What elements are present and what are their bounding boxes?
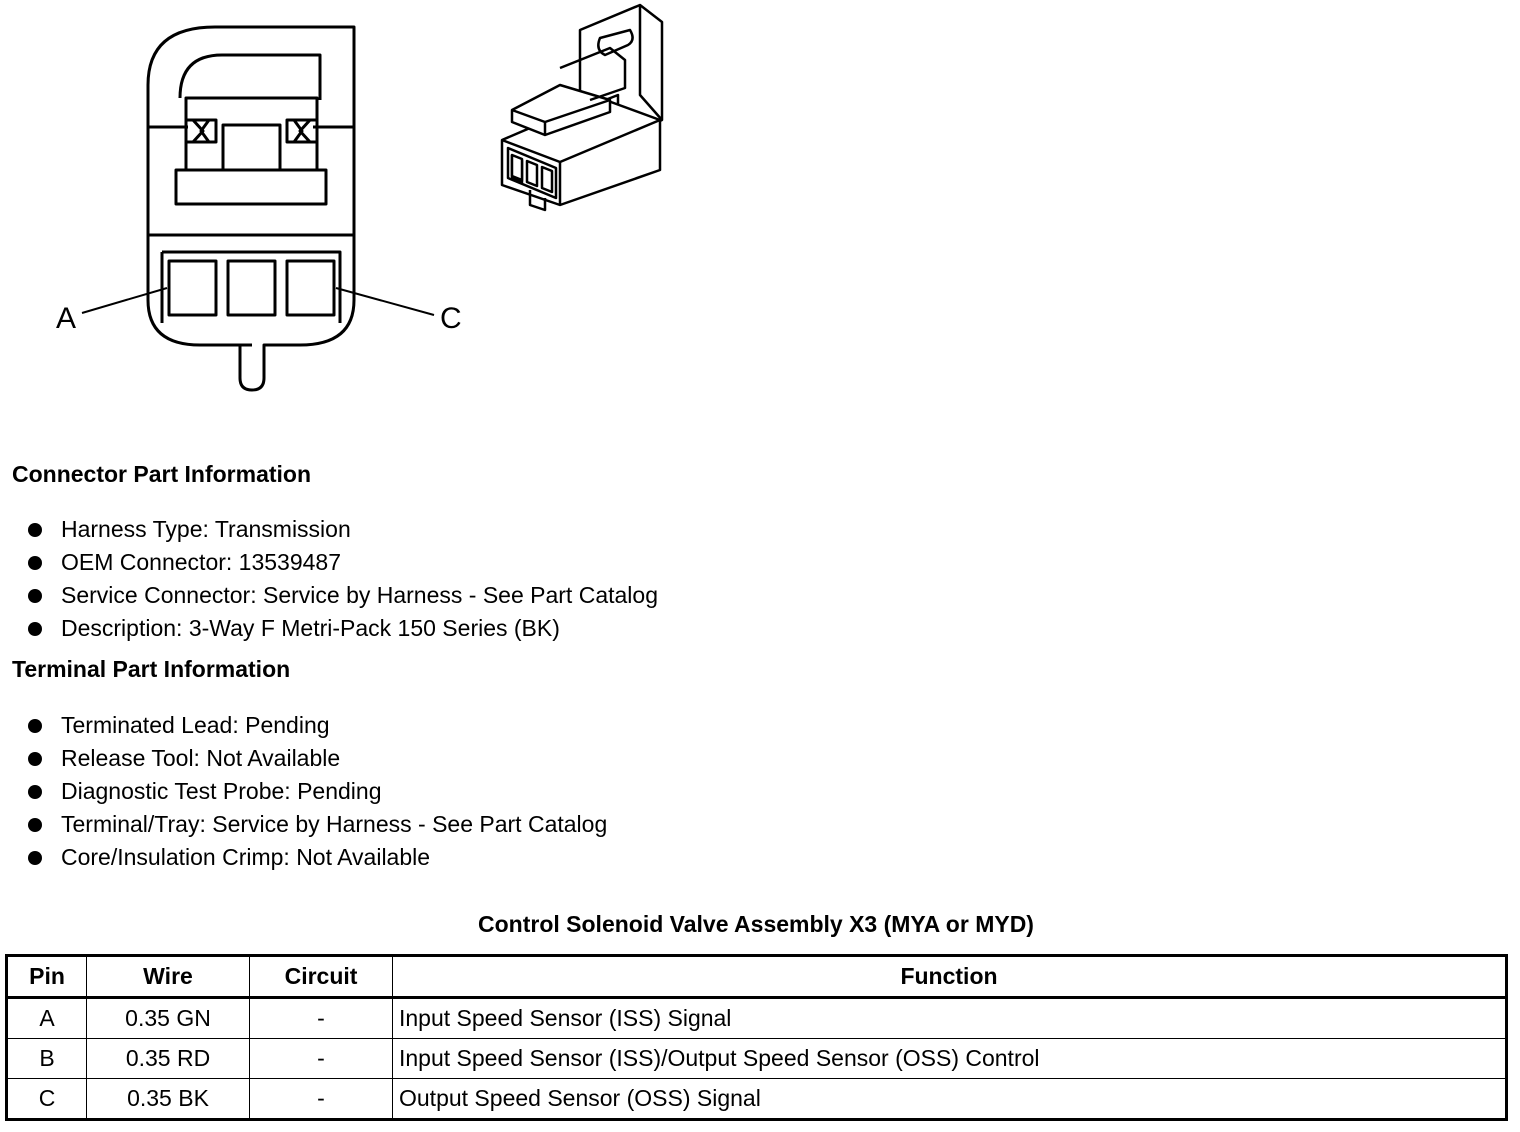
cell-function: Input Speed Sensor (ISS)/Output Speed Se… xyxy=(392,1038,1507,1079)
cell-pin: B xyxy=(6,1038,87,1079)
bullet-icon xyxy=(28,522,42,537)
header-wire: Wire xyxy=(86,955,250,999)
cell-wire: 0.35 GN xyxy=(86,997,250,1039)
cell-circuit: - xyxy=(249,1078,393,1120)
connector-info-list: Harness Type: Transmission OEM Connector… xyxy=(28,513,658,645)
cell-wire: 0.35 RD xyxy=(86,1038,250,1079)
list-item: Description: 3-Way F Metri-Pack 150 Seri… xyxy=(28,612,658,645)
cell-pin: C xyxy=(6,1078,87,1120)
list-item: Core/Insulation Crimp: Not Available xyxy=(28,841,607,874)
list-item-text: Release Tool: Not Available xyxy=(61,745,341,771)
cell-circuit: - xyxy=(249,1038,393,1079)
header-function: Function xyxy=(392,955,1507,999)
list-item-text: Terminal/Tray: Service by Harness - See … xyxy=(61,811,608,837)
list-item-text: Service Connector: Service by Harness - … xyxy=(61,582,658,608)
cell-function: Output Speed Sensor (OSS) Signal xyxy=(392,1078,1507,1120)
cell-wire: 0.35 BK xyxy=(86,1078,250,1120)
header-circuit: Circuit xyxy=(249,955,393,999)
list-item: Terminal/Tray: Service by Harness - See … xyxy=(28,808,607,841)
connector-diagram: A C xyxy=(56,3,664,392)
bullet-icon xyxy=(28,588,42,603)
cell-function: Input Speed Sensor (ISS) Signal xyxy=(392,997,1507,1039)
list-item: Release Tool: Not Available xyxy=(28,742,607,775)
list-item-text: Harness Type: Transmission xyxy=(61,516,351,542)
terminal-info-heading: Terminal Part Information xyxy=(12,656,291,682)
list-item-text: Diagnostic Test Probe: Pending xyxy=(61,778,382,804)
table-row: B 0.35 RD - Input Speed Sensor (ISS)/Out… xyxy=(6,1038,1507,1079)
pin-table: Pin Wire Circuit Function A 0.35 GN - In… xyxy=(5,954,1508,1121)
bullet-icon xyxy=(28,718,42,733)
cell-circuit: - xyxy=(249,997,393,1039)
pin-label-a: A xyxy=(56,302,76,335)
cell-pin: A xyxy=(6,997,87,1039)
pin-table-title: Control Solenoid Valve Assembly X3 (MYA … xyxy=(478,911,1034,937)
connector-face-icon xyxy=(81,25,435,392)
table-row: A 0.35 GN - Input Speed Sensor (ISS) Sig… xyxy=(6,997,1507,1039)
table-row: C 0.35 BK - Output Speed Sensor (OSS) Si… xyxy=(6,1078,1507,1120)
pin-label-c: C xyxy=(440,302,462,335)
connector-info-heading: Connector Part Information xyxy=(12,461,312,487)
list-item: Harness Type: Transmission xyxy=(28,513,658,546)
list-item: OEM Connector: 13539487 xyxy=(28,546,658,579)
bullet-icon xyxy=(28,784,42,799)
list-item: Diagnostic Test Probe: Pending xyxy=(28,775,607,808)
connector-3d-icon xyxy=(500,3,664,212)
terminal-info-list: Terminated Lead: Pending Release Tool: N… xyxy=(28,709,607,874)
bullet-icon xyxy=(28,817,42,832)
header-pin: Pin xyxy=(6,955,87,999)
list-item-text: Terminated Lead: Pending xyxy=(61,712,330,738)
list-item: Service Connector: Service by Harness - … xyxy=(28,579,658,612)
bullet-icon xyxy=(28,850,42,865)
list-item-text: Core/Insulation Crimp: Not Available xyxy=(61,844,431,870)
bullet-icon xyxy=(28,555,42,570)
list-item-text: Description: 3-Way F Metri-Pack 150 Seri… xyxy=(61,615,560,641)
bullet-icon xyxy=(28,751,42,766)
list-item-text: OEM Connector: 13539487 xyxy=(61,549,342,575)
bullet-icon xyxy=(28,621,42,636)
list-item: Terminated Lead: Pending xyxy=(28,709,607,742)
table-header-row: Pin Wire Circuit Function xyxy=(6,955,1507,999)
